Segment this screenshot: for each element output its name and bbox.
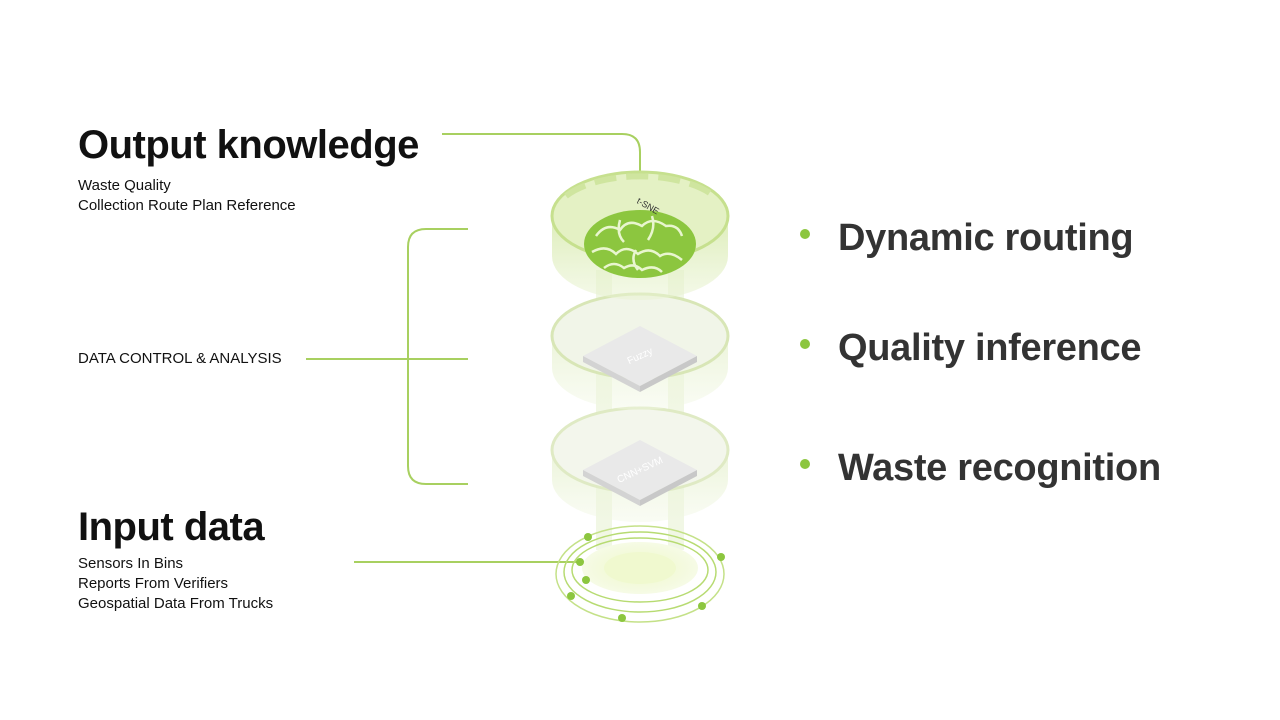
- bullet-text: Dynamic routing: [838, 217, 1134, 259]
- brain-icon: [584, 210, 696, 278]
- output-knowledge-block: Output knowledge Waste Quality Collectio…: [78, 122, 419, 216]
- bullet-waste-recognition: Waste recognition: [800, 446, 1161, 490]
- output-line-route-plan: Collection Route Plan Reference: [78, 197, 296, 214]
- bullet-dot-icon: [800, 229, 810, 239]
- output-knowledge-title: Output knowledge: [78, 123, 419, 167]
- bullet-text: Quality inference: [838, 327, 1142, 369]
- layer-middle-cylinder: Fuzzy: [550, 292, 730, 410]
- output-connector-line: [442, 133, 641, 172]
- bullet-dot-icon: [800, 339, 810, 349]
- bullet-dynamic-routing: Dynamic routing: [800, 216, 1134, 260]
- bullet-text: Waste recognition: [838, 447, 1161, 489]
- data-control-block: DATA CONTROL & ANALYSIS: [78, 349, 282, 369]
- input-data-block: Input data Sensors In Bins Reports From …: [78, 504, 273, 614]
- layer-top-cylinder: t-SNE: [550, 170, 730, 300]
- output-line-waste-quality: Waste Quality: [78, 177, 171, 194]
- input-base-rings: [555, 525, 725, 623]
- input-data-title: Input data: [78, 505, 265, 549]
- input-line-verifiers: Reports From Verifiers: [78, 575, 229, 592]
- data-control-label: DATA CONTROL & ANALYSIS: [78, 350, 282, 367]
- layer-bottom-cylinder: CNN+SVM: [550, 406, 730, 522]
- analysis-bracket: [407, 228, 468, 485]
- input-line-geospatial: Geospatial Data From Trucks: [78, 595, 274, 612]
- bullet-quality-inference: Quality inference: [800, 326, 1142, 370]
- input-line-sensors: Sensors In Bins: [78, 555, 184, 572]
- bullet-dot-icon: [800, 459, 810, 469]
